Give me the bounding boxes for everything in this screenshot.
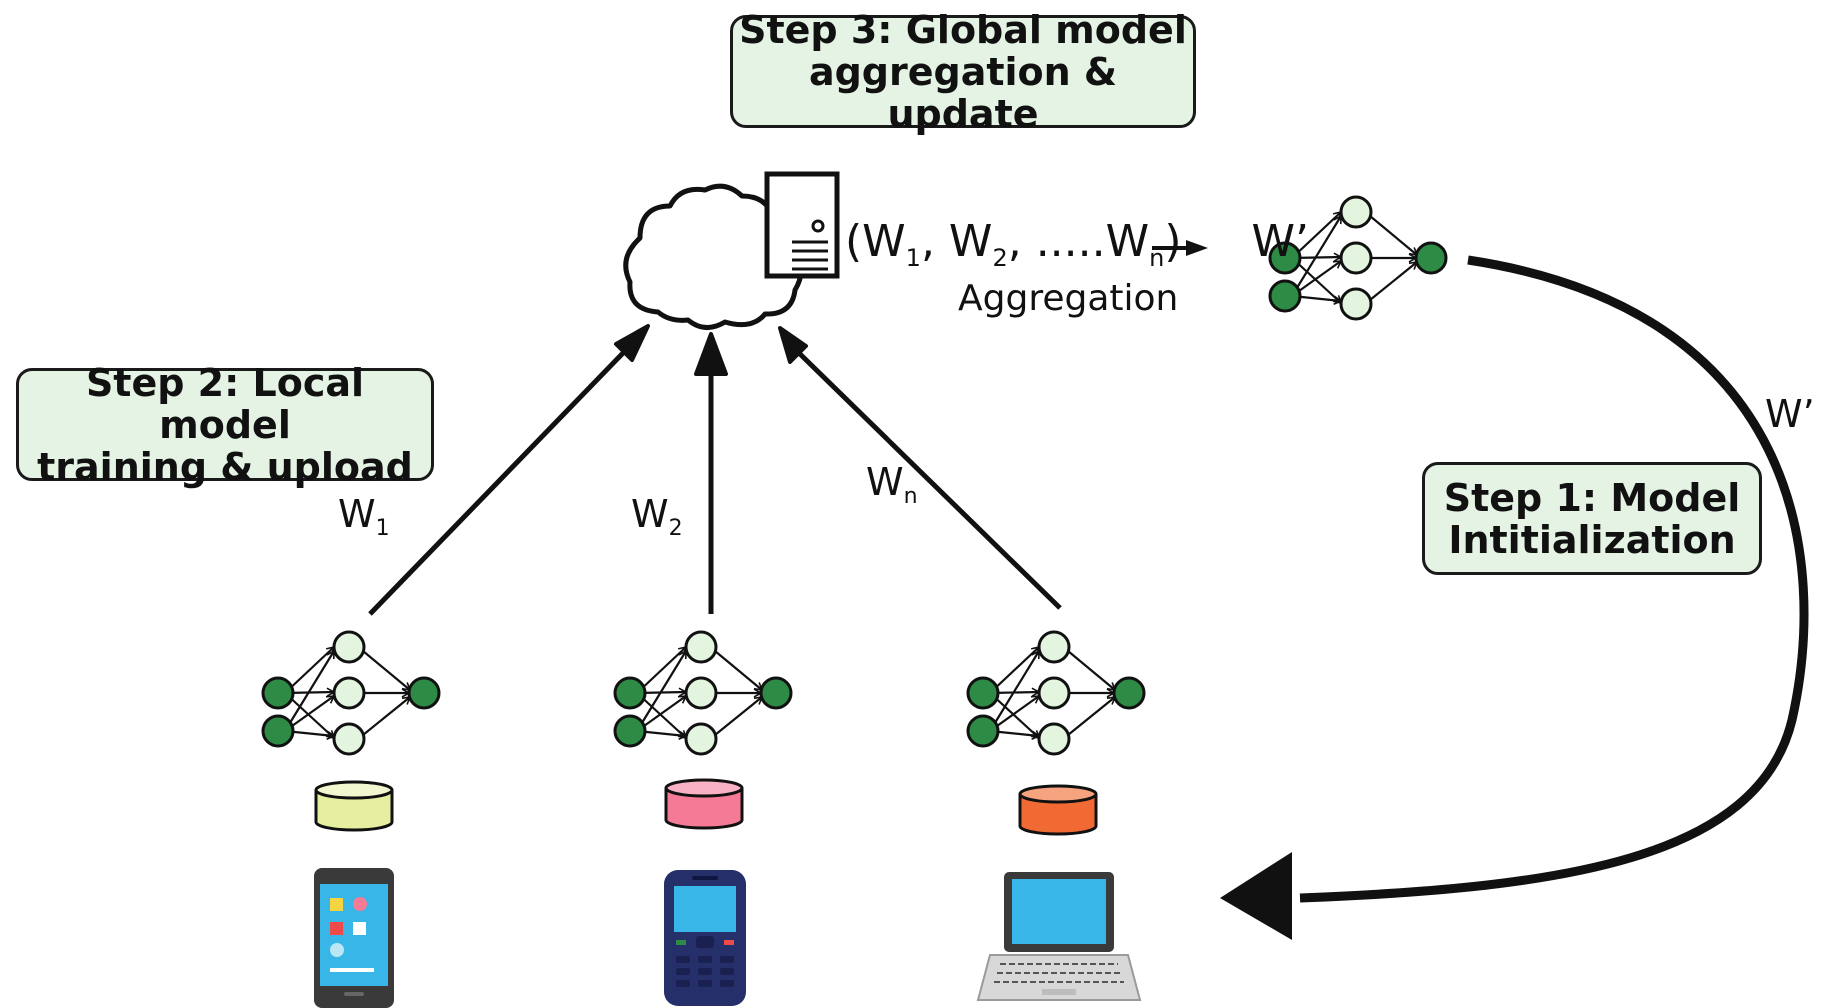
step3-line2: aggregation & update <box>808 49 1118 136</box>
w2-base: W <box>631 492 669 536</box>
neural-network-icon <box>263 632 439 754</box>
upload-arrow-1 <box>368 324 650 616</box>
w1-base: W <box>338 492 376 536</box>
aggr-sub-2: 2 <box>992 244 1008 272</box>
aggregation-label: Aggregation <box>958 278 1179 319</box>
smartphone-icon <box>314 868 394 1008</box>
step3-box: Step 3: Global model aggregation & updat… <box>730 9 1196 135</box>
step1-line2: Intitialization <box>1448 517 1736 562</box>
aggregation-formula: (W1, W2, .....Wn) W’ <box>845 216 1309 272</box>
wn-sub: n <box>903 484 918 509</box>
aggr-sep-1: , W <box>920 216 993 267</box>
server-icon <box>764 171 840 279</box>
step2-line2: training & upload <box>37 444 413 489</box>
step2-box: Step 2: Local model training & upload <box>16 362 434 488</box>
weight-label-w1: W1 <box>338 492 390 541</box>
w1-sub: 1 <box>375 516 390 541</box>
feature-phone-icon <box>664 870 746 1006</box>
weight-label-wn: Wn <box>866 460 918 509</box>
initialization-curve <box>1299 255 1809 903</box>
aggr-sub-1: 1 <box>905 244 921 272</box>
aggr-sep-2: , .....W <box>1007 216 1150 267</box>
aggr-open: (W <box>845 216 906 267</box>
upload-arrow-2 <box>694 332 728 614</box>
wn-base: W <box>866 460 904 504</box>
aggregation-arrow <box>1152 240 1208 256</box>
neural-network-icon <box>968 632 1144 754</box>
aggr-result: W’ <box>1251 216 1310 267</box>
aggr-sub-n: n <box>1149 244 1165 272</box>
w2-sub: 2 <box>668 516 683 541</box>
step1-line1: Step 1: Model <box>1443 475 1741 520</box>
step2-line1: Step 2: Local model <box>85 360 365 447</box>
laptop-icon <box>976 872 1142 1001</box>
weight-label-w2: W2 <box>631 492 683 541</box>
database-icon <box>1018 784 1098 836</box>
weight-label-w-prime: W’ <box>1765 392 1815 436</box>
upload-arrow-n <box>778 326 1062 610</box>
neural-network-icon <box>615 632 791 754</box>
database-icon <box>314 780 394 832</box>
aggr-close: ) <box>1164 216 1182 267</box>
initialization-arrowhead <box>1220 852 1292 940</box>
database-icon <box>664 778 744 830</box>
step3-line1: Step 3: Global model <box>739 7 1187 52</box>
step1-box: Step 1: Model Intitialization <box>1422 462 1762 575</box>
